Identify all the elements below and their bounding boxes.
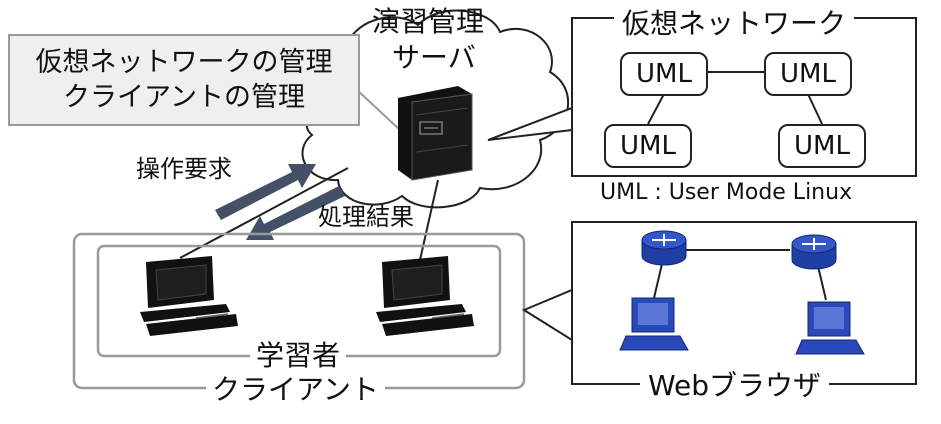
link-server-client1 bbox=[179, 167, 349, 259]
browser-panel-pointer bbox=[521, 288, 574, 342]
client-computer-icon bbox=[376, 256, 474, 336]
server-label-line-2: サーバ bbox=[392, 41, 476, 74]
server-label-line-1: 演習管理 bbox=[372, 5, 485, 38]
uml-node: UML bbox=[764, 52, 852, 96]
management-callout-text: 仮想ネットワークの管理 クライアントの管理 bbox=[8, 34, 360, 126]
learner-label: 学習者 bbox=[250, 339, 347, 373]
management-callout bbox=[8, 34, 360, 126]
virtual-network-title: 仮想ネットワーク bbox=[614, 2, 855, 42]
client-computer-icon bbox=[140, 256, 238, 336]
uml-link bbox=[647, 93, 665, 125]
server-icon bbox=[398, 86, 473, 181]
router-icon bbox=[641, 230, 687, 266]
uml-node: UML bbox=[778, 124, 866, 168]
callout-line-1: 仮想ネットワークの管理 bbox=[35, 46, 333, 78]
uml-footnote: UML : User Mode Linux bbox=[600, 180, 853, 205]
uml-link bbox=[807, 93, 823, 125]
router-icon bbox=[791, 234, 837, 270]
web-browser-title: Webブラウザ bbox=[640, 364, 830, 404]
uml-node: UML bbox=[604, 124, 692, 168]
callout-pointer bbox=[354, 87, 401, 131]
result-arrow bbox=[246, 186, 345, 240]
web-browser-panel bbox=[571, 221, 917, 385]
client-label: クライアント bbox=[206, 373, 385, 407]
result-label: 処理結果 bbox=[318, 203, 414, 231]
request-label: 操作要求 bbox=[136, 155, 232, 183]
router-link bbox=[653, 263, 663, 299]
request-arrow bbox=[215, 164, 316, 220]
uml-node: UML bbox=[620, 52, 708, 96]
browser-computer-icon bbox=[795, 301, 865, 355]
callout-line-2: クライアントの管理 bbox=[63, 82, 305, 113]
browser-computer-icon bbox=[619, 297, 689, 351]
router-link bbox=[817, 265, 827, 301]
